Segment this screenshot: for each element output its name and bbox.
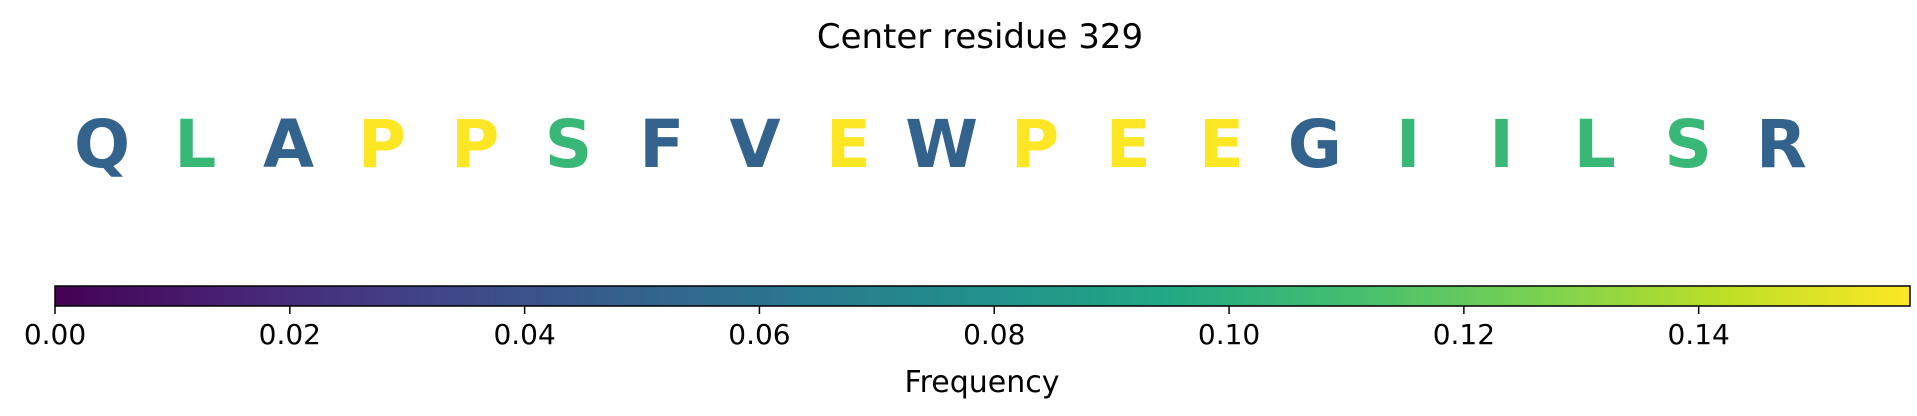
colorbar-tick-label: 0.08 <box>963 318 1025 351</box>
colorbar-tick-label: 0.06 <box>728 318 790 351</box>
residue-letter: P <box>451 106 499 183</box>
residue-letter: R <box>1756 106 1807 183</box>
residue-letter: I <box>1396 106 1421 183</box>
colorbar-gradient <box>54 285 1911 307</box>
residue-letter: S <box>545 106 593 183</box>
residue-letter: F <box>639 106 684 183</box>
residue-letter: V <box>730 106 781 183</box>
residue-letter: E <box>1106 106 1151 183</box>
residue-letter: L <box>1574 106 1616 183</box>
residue-letter: E <box>1199 106 1244 183</box>
residue-letter: I <box>1489 106 1514 183</box>
residue-letter: A <box>263 106 314 183</box>
colorbar-tick-label: 0.12 <box>1433 318 1495 351</box>
residue-letter: S <box>1664 106 1712 183</box>
colorbar-label: Frequency <box>905 365 1060 400</box>
colorbar-ticks: 0.00 0.02 0.04 0.06 0.08 0.10 0.12 0.14 <box>24 306 1730 351</box>
residue-letter: Q <box>74 106 130 183</box>
residue-letter: W <box>905 106 978 183</box>
colorbar-tick-label: 0.00 <box>24 318 86 351</box>
colorbar-tick-label: 0.04 <box>493 318 555 351</box>
residue-letter: E <box>826 106 871 183</box>
chart-title: Center residue 329 <box>817 17 1143 57</box>
colorbar: 0.00 0.02 0.04 0.06 0.08 0.10 0.12 0.14 Frequen… <box>24 285 1911 400</box>
residue-letter: P <box>358 106 406 183</box>
colorbar-tick-label: 0.10 <box>1198 318 1260 351</box>
residue-letter: G <box>1288 106 1342 183</box>
residue-letter: L <box>174 106 216 183</box>
residue-letter: P <box>1011 106 1059 183</box>
colorbar-tick-label: 0.02 <box>259 318 321 351</box>
colorbar-tick-label: 0.14 <box>1667 318 1729 351</box>
